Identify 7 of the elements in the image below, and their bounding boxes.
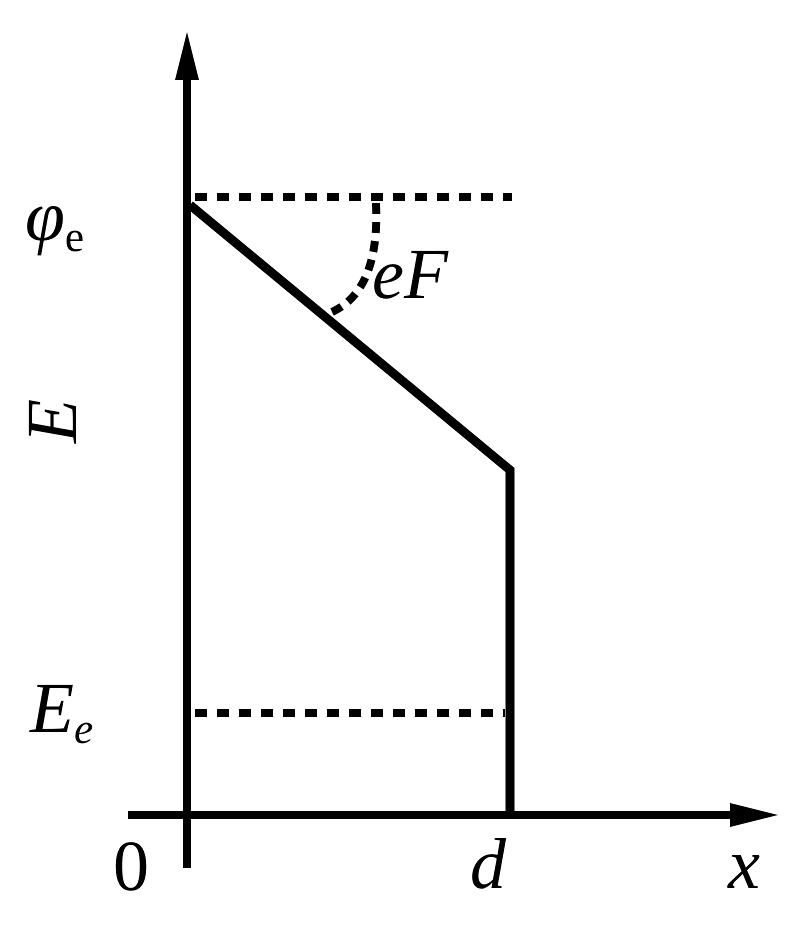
angle-label: eF <box>372 238 448 310</box>
energy-level-label: E$_{e}$ <box>30 672 94 751</box>
tick-label: 0 <box>113 830 149 902</box>
energy-level-label: φ$_{e}$ <box>25 180 84 259</box>
axis-label: E <box>16 399 88 443</box>
axis-label: x <box>728 828 760 900</box>
tick-label: d <box>470 828 506 900</box>
